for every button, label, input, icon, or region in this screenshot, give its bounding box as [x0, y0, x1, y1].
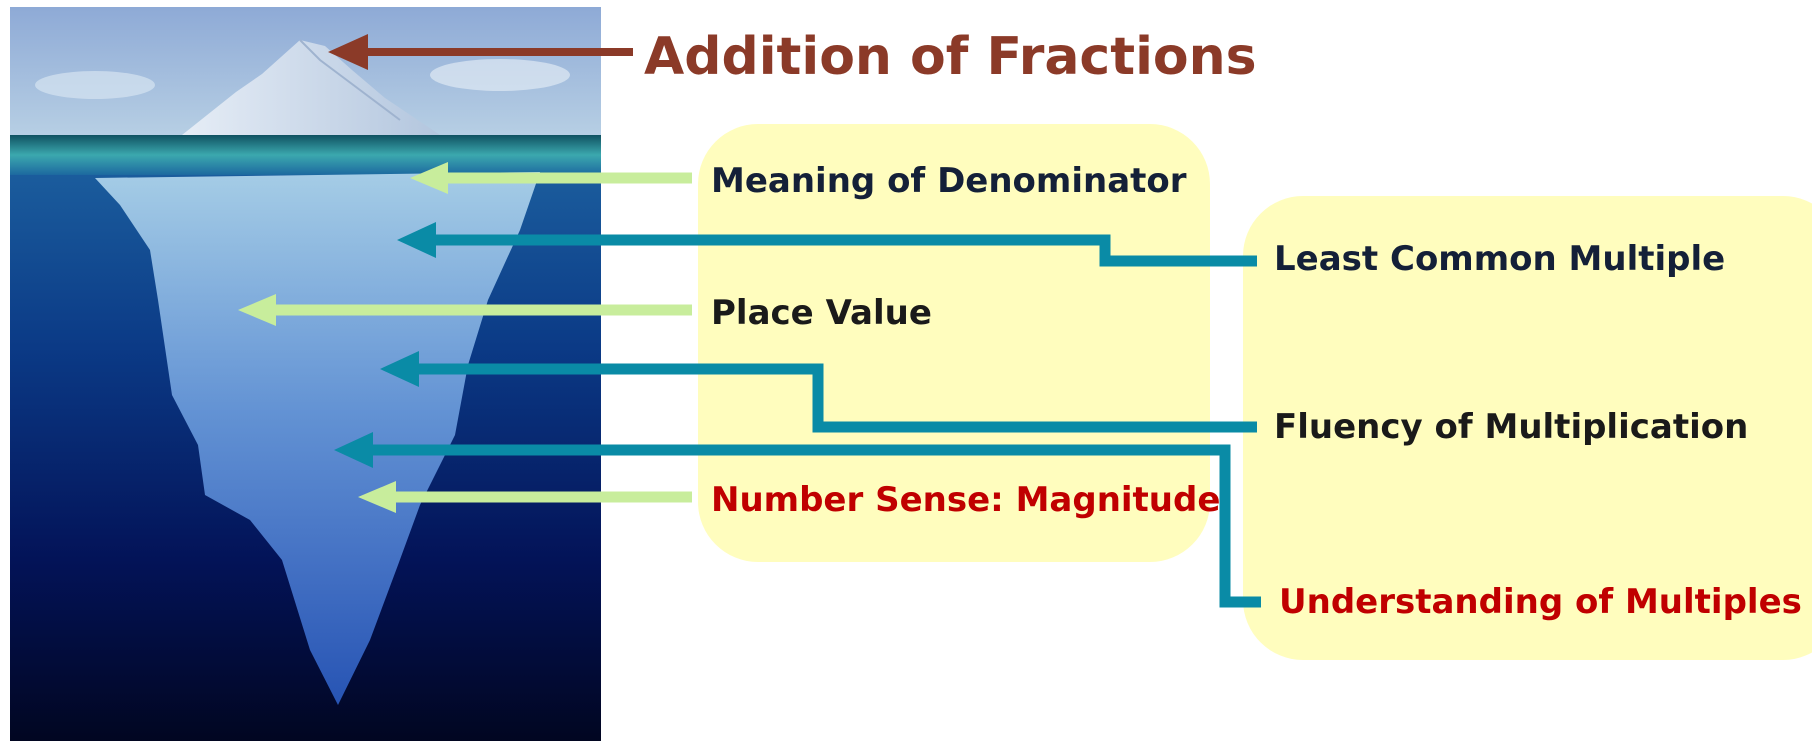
arrow-understanding-of-multiples — [334, 432, 1261, 608]
concept-number-sense-magnitude: Number Sense: Magnitude — [711, 480, 1221, 520]
cloud — [35, 71, 155, 99]
right-concepts-panel — [1243, 196, 1812, 660]
concept-place-value: Place Value — [711, 293, 932, 333]
concept-fluency-of-multiplication: Fluency of Multiplication — [1274, 407, 1749, 447]
title-arrow — [328, 34, 633, 70]
peak-ridge — [299, 39, 401, 121]
sea-surface — [10, 135, 601, 175]
arrow-least-common-multiple — [397, 222, 1257, 267]
diagram-title: Addition of Fractions — [644, 27, 1257, 87]
cloud — [430, 59, 570, 91]
arrow-place-value — [238, 294, 692, 326]
arrow-number-sense — [358, 481, 692, 513]
iceberg-peak — [182, 40, 440, 135]
concept-meaning-of-denominator: Meaning of Denominator — [711, 161, 1187, 201]
concept-understanding-of-multiples: Understanding of Multiples — [1279, 582, 1802, 622]
arrow-fluency-of-multiplication — [380, 351, 1257, 433]
arrow-meaning-of-denominator — [410, 162, 692, 194]
concept-least-common-multiple: Least Common Multiple — [1274, 239, 1726, 279]
